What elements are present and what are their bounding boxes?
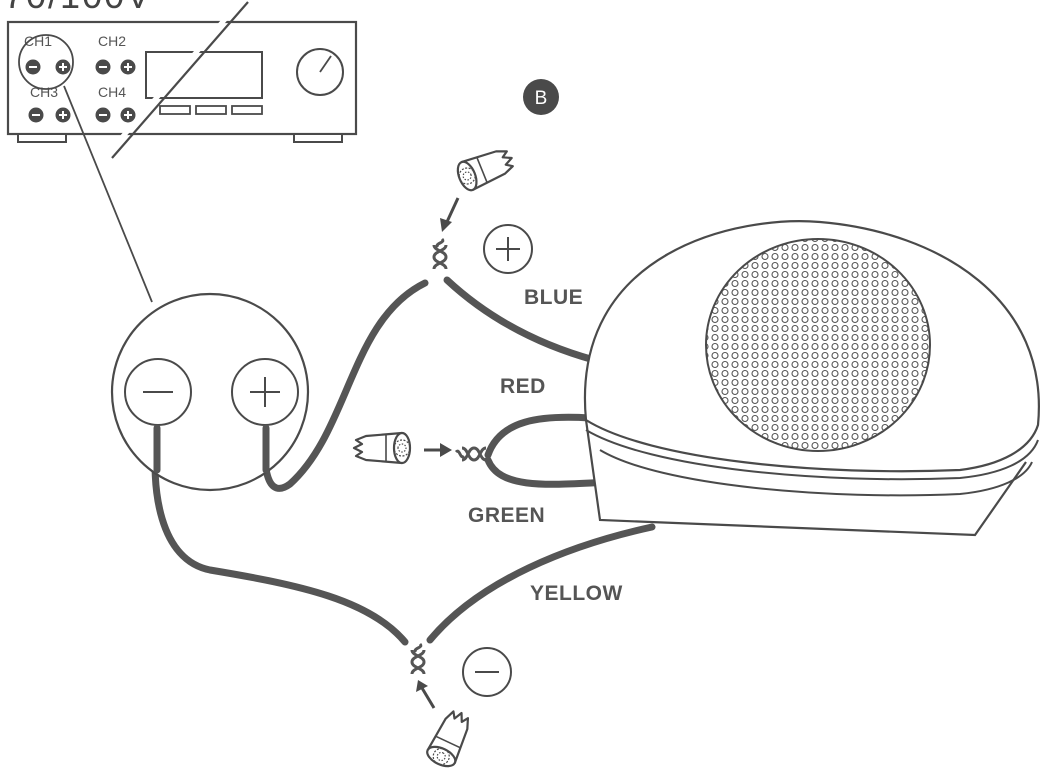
channel-label-ch1: CH1: [24, 33, 52, 49]
speaker: [583, 220, 1040, 537]
wire-label-red: RED: [500, 375, 546, 398]
cut-line: [111, 1, 249, 159]
wire-nut-icon: [453, 143, 519, 194]
arrow-icon: [440, 197, 460, 232]
leader-line: [63, 85, 153, 303]
wire-label-green: GREEN: [468, 504, 545, 527]
wire-label-blue: BLUE: [524, 286, 583, 309]
wire-negative-feed: [151, 426, 409, 646]
speaker-grille-icon: [705, 238, 931, 452]
wire-nut-icon: [423, 705, 477, 772]
twisted-splice-icon: [432, 237, 448, 271]
amplifier-buttons: [159, 105, 263, 115]
twisted-splice-icon: [454, 446, 488, 462]
wire-red: [484, 413, 594, 459]
polarity-minus-symbol: [462, 647, 512, 697]
callout-badge: B: [523, 79, 559, 115]
terminal-ch3-minus-icon: [28, 107, 44, 123]
terminal-block: [110, 292, 310, 492]
wire-yellow: [426, 523, 656, 644]
callout-badge-label: B: [535, 88, 548, 109]
terminal-ch4-plus-icon: [120, 107, 136, 123]
wire-blue: [443, 276, 598, 364]
terminal-ch4-minus-icon: [95, 107, 111, 123]
polarity-plus-symbol: [483, 224, 533, 274]
wire-green: [484, 456, 614, 488]
channel-label-ch4: CH4: [98, 84, 126, 100]
terminal-ch1-minus-icon: [25, 59, 41, 75]
ch1-highlight-circle: [18, 34, 74, 90]
terminal-ch3-plus-icon: [55, 107, 71, 123]
terminal-ch2-minus-icon: [95, 59, 111, 75]
terminal-ch2-plus-icon: [120, 59, 136, 75]
arrow-icon: [424, 443, 452, 457]
wire-nut-icon: [352, 431, 412, 465]
twisted-splice-icon: [410, 642, 426, 676]
wire-label-yellow: YELLOW: [530, 582, 623, 605]
terminal-ch1-plus-icon: [55, 59, 71, 75]
channel-label-ch2: CH2: [98, 33, 126, 49]
arrow-icon: [416, 680, 436, 709]
header-fragment: 70/100V: [4, 0, 152, 16]
amplifier: CH1 CH2 CH3 CH4: [6, 20, 358, 143]
